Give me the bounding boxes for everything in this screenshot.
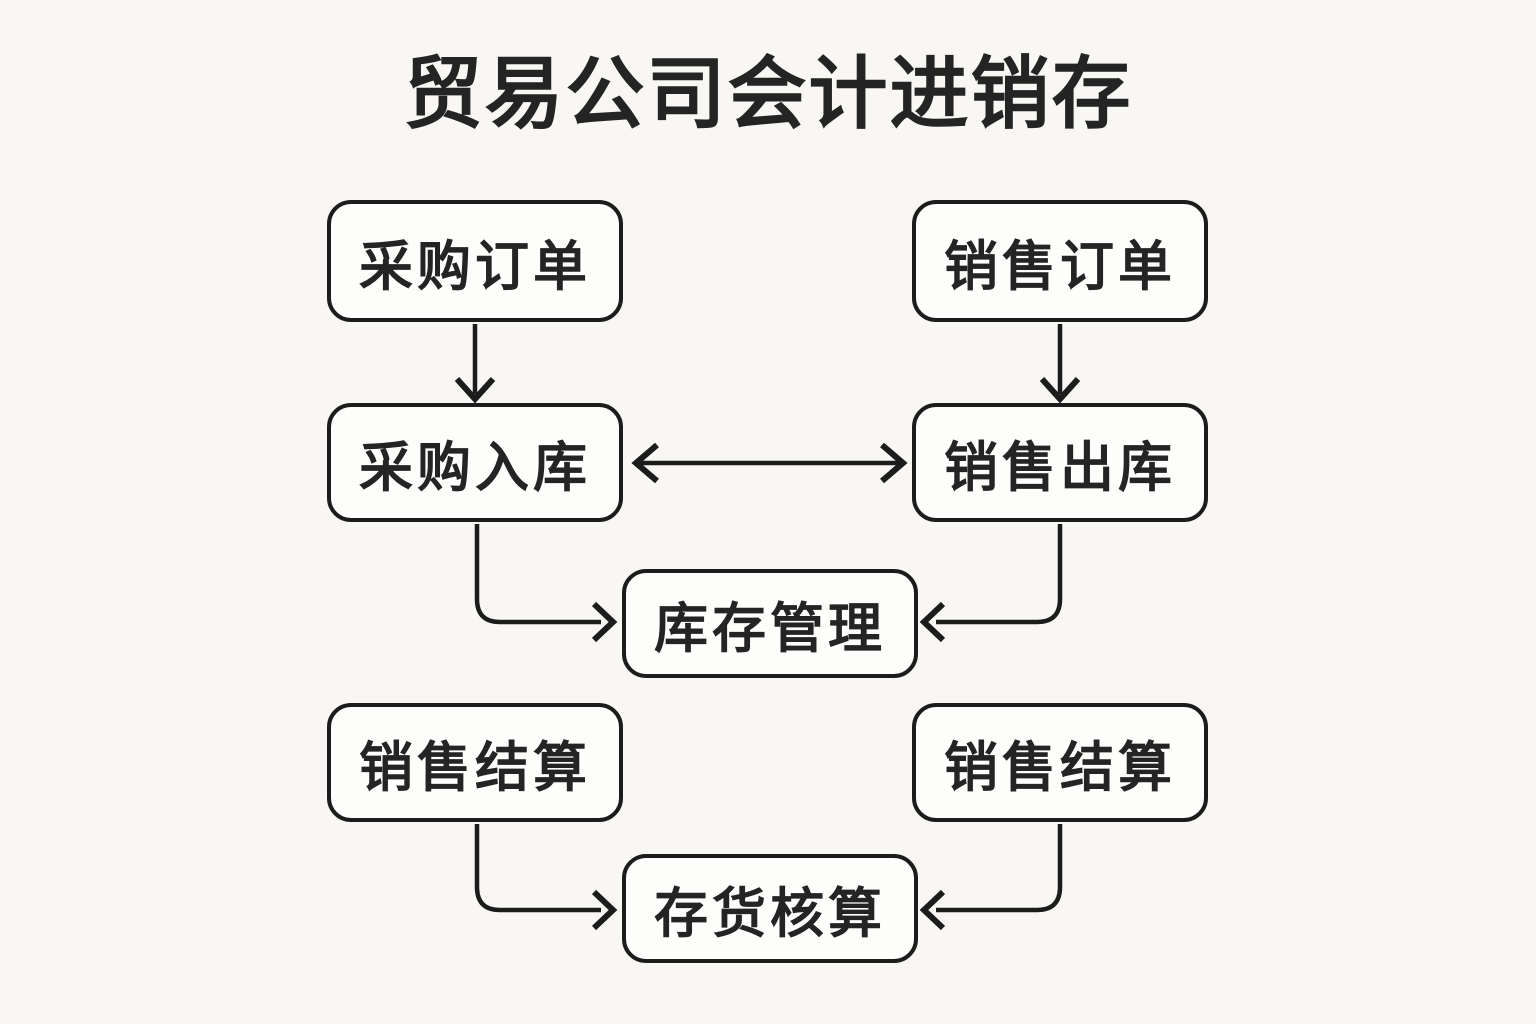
node-purchase-order: 采购订单	[327, 200, 623, 322]
arrowhead-down-icon	[454, 376, 496, 404]
node-sales-settlement-left: 销售结算	[327, 703, 623, 822]
edge-sales-outbound-to-inventory-management	[919, 524, 1063, 643]
arrowhead-left-icon	[631, 442, 659, 484]
edge-purchase-inbound-sales-outbound-bidirectional	[631, 442, 908, 484]
node-label: 存货核算	[654, 884, 886, 944]
node-sales-outbound: 销售出库	[912, 403, 1208, 522]
edge-sales-settlement-right-to-inventory-accounting	[919, 824, 1063, 931]
node-label: 销售订单	[944, 236, 1176, 297]
node-label: 销售出库	[944, 438, 1176, 498]
diagram-title: 贸易公司会计进销存	[403, 49, 1133, 138]
node-inventory-management: 库存管理	[622, 569, 918, 678]
edge-purchase-inbound-to-inventory-management	[474, 524, 618, 643]
node-label: 采购订单	[359, 236, 591, 297]
node-label: 库存管理	[654, 599, 886, 659]
node-sales-order: 销售订单	[912, 200, 1208, 322]
arrowhead-right-icon	[591, 889, 618, 931]
node-label: 销售结算	[359, 738, 591, 798]
edge-sales-settlement-left-to-inventory-accounting	[474, 824, 618, 931]
arrowhead-left-icon	[919, 889, 946, 931]
node-purchase-inbound: 采购入库	[327, 403, 623, 522]
node-label: 采购入库	[359, 438, 591, 498]
edge-sales-order-to-sales-outbound	[1039, 324, 1081, 404]
node-label: 销售结算	[944, 738, 1176, 798]
arrowhead-right-icon	[591, 601, 618, 643]
arrowhead-right-icon	[880, 442, 908, 484]
node-sales-settlement-right: 销售结算	[912, 703, 1208, 822]
node-inventory-accounting: 存货核算	[622, 854, 918, 963]
arrowhead-down-icon	[1039, 376, 1081, 404]
arrowhead-left-icon	[919, 601, 946, 643]
edge-purchase-order-to-purchase-inbound	[454, 324, 496, 404]
